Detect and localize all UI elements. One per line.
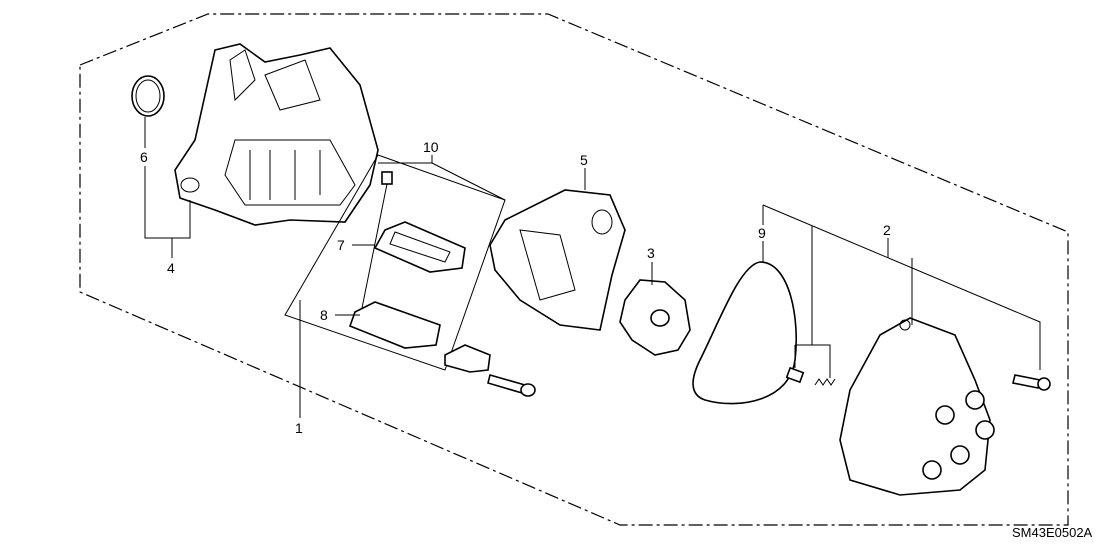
- screw-part[interactable]: [361, 171, 393, 309]
- cap-bolt-part[interactable]: [1012, 374, 1051, 391]
- spring-part[interactable]: [814, 378, 836, 386]
- ignition-module-part[interactable]: [348, 301, 441, 349]
- housing-part[interactable]: [174, 43, 379, 226]
- callout-5: 5: [580, 152, 588, 168]
- callout-6: 6: [140, 149, 148, 165]
- igniter-unit-part[interactable]: [373, 221, 466, 273]
- distributor-cap-part[interactable]: [839, 317, 995, 496]
- leader-lines: [144, 117, 1041, 418]
- callout-3: 3: [647, 245, 655, 261]
- carbon-point-part[interactable]: [785, 366, 805, 384]
- o-ring-part[interactable]: [131, 75, 165, 117]
- callout-7: 7: [337, 237, 345, 253]
- callout-9: 9: [758, 225, 766, 241]
- bolt-part[interactable]: [487, 374, 536, 397]
- seal-cap-part[interactable]: [692, 261, 798, 405]
- rotor-part[interactable]: [619, 279, 691, 356]
- assembly-outline: [79, 13, 1069, 526]
- leak-cover-part[interactable]: [489, 189, 626, 331]
- callout-8: 8: [320, 307, 328, 323]
- callout-1: 1: [295, 420, 303, 436]
- connector-part[interactable]: [444, 344, 491, 373]
- callout-4: 4: [167, 260, 175, 276]
- callout-10: 10: [423, 139, 439, 155]
- callout-2: 2: [883, 222, 891, 238]
- drawing-code: SM43E0502A: [1012, 525, 1093, 540]
- igniter-kit-outline: [284, 154, 506, 371]
